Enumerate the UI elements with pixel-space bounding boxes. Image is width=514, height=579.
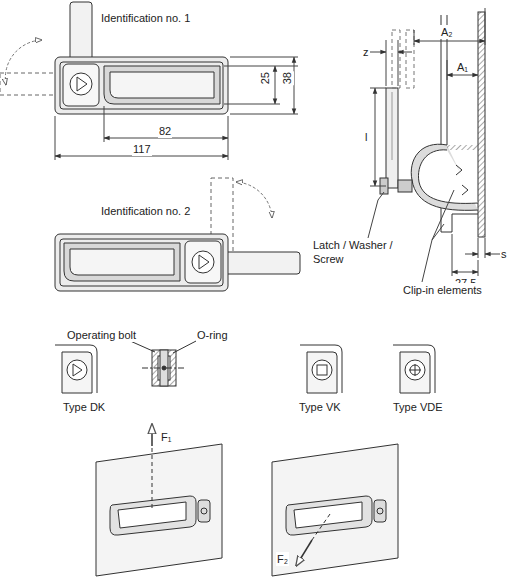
label-text: F₁	[160, 430, 172, 444]
side-section-view	[380, 12, 485, 237]
type-dk-symbol	[55, 345, 97, 393]
label-text: Latch / Washer / Screw	[312, 238, 404, 267]
panel-pull-up	[96, 424, 222, 576]
label-text: Type VK	[298, 400, 342, 414]
latch-top-view-2	[55, 178, 300, 291]
operating-bolt-section	[128, 340, 198, 386]
label-text: A₂	[440, 25, 454, 39]
leader-lines	[368, 190, 454, 282]
panel-pull-out	[272, 444, 398, 576]
label-text: z	[362, 45, 370, 59]
type-vde-symbol	[393, 345, 435, 393]
label-text: O-ring	[196, 328, 229, 342]
label-text: Identification no. 1	[100, 11, 191, 25]
label-text: Clip-in elements	[402, 283, 483, 297]
dimension-value: 38	[280, 71, 294, 85]
dimension-value: 25	[258, 71, 272, 85]
latch-top-view-1	[0, 2, 228, 114]
label-text: Type VDE	[392, 400, 444, 414]
label-text: Type DK	[62, 400, 106, 414]
label-text: s	[500, 247, 508, 261]
label-text: Identification no. 2	[100, 204, 191, 218]
type-vk-symbol	[300, 345, 342, 393]
label-text: 82	[158, 124, 172, 138]
label-text: A₁	[456, 60, 469, 74]
label-text: l	[364, 130, 368, 144]
dimension-lines	[55, 57, 298, 160]
label-text: Operating bolt	[66, 328, 137, 342]
label-text: 117	[132, 142, 152, 156]
label-text: F₂	[276, 552, 289, 566]
